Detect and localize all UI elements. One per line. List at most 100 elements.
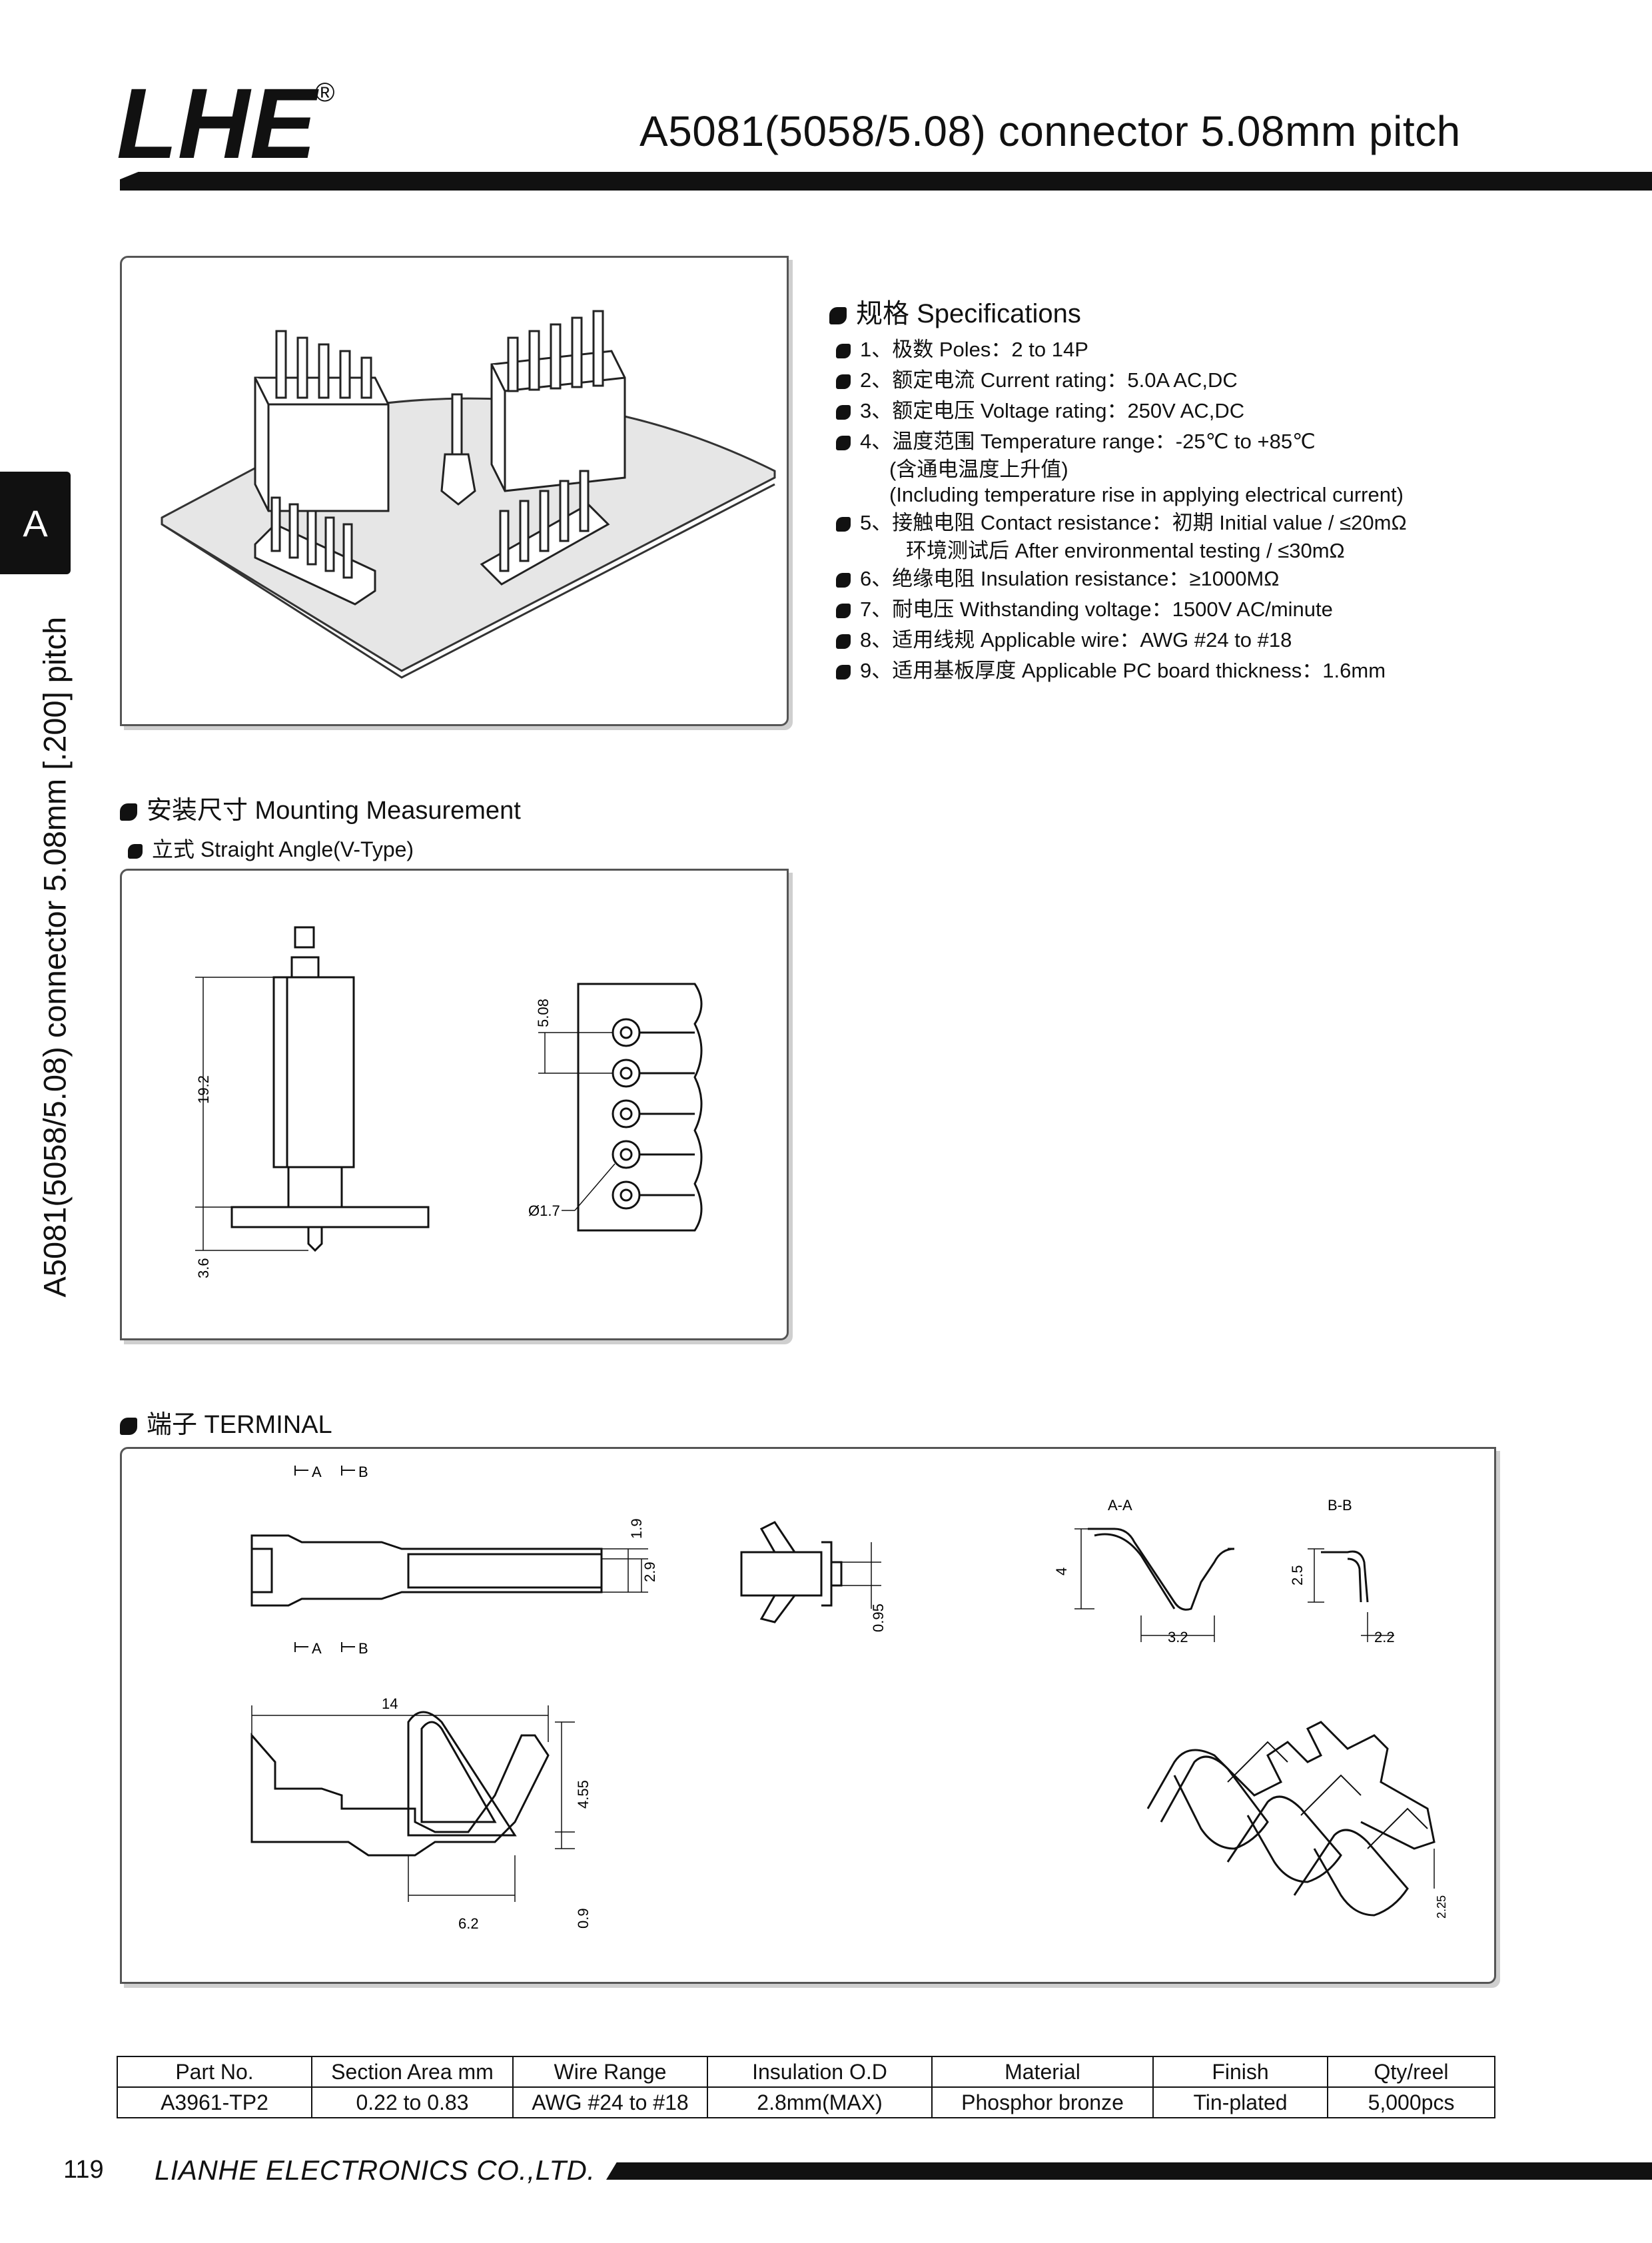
spec-note: 环境测试后 After environmental testing / ≤30m… [906, 539, 1345, 562]
table-cell: 5,000pcs [1327, 2086, 1495, 2118]
spec-text: 3、额定电压 Voltage rating：250V AC,DC [860, 399, 1245, 422]
spec-text: 4、温度范围 Temperature range：-25℃ to +85℃ [860, 430, 1316, 453]
terminal-heading: 端子 TERMINAL [120, 1404, 332, 1440]
bullet-icon [836, 405, 851, 420]
bullet-icon [836, 665, 851, 679]
mounting-drawing: 19.2 3.6 5.08 Ø1.7 [195, 926, 703, 1278]
footer-rule [606, 2162, 1652, 2180]
spec-item: 1、极数 Poles：2 to 14P [836, 334, 1407, 365]
dim-3-2: 3.2 [1168, 1629, 1188, 1645]
spec-text: 2、额定电流 Current rating：5.0A AC,DC [860, 368, 1238, 392]
lhe-logo: LHE ® [117, 75, 334, 168]
header-rule [120, 172, 1652, 191]
logo-text: LHE [117, 75, 319, 168]
dim-6-2: 6.2 [458, 1915, 479, 1932]
spec-text: 1、极数 Poles：2 to 14P [860, 338, 1088, 361]
table-cell: Tin-plated [1152, 2086, 1328, 2118]
dim-2-5: 2.5 [1289, 1565, 1306, 1585]
terminal-spec-table: Part No. Section Area mm Wire Range Insu… [117, 2056, 1495, 2118]
table-header: Part No. [117, 2056, 312, 2088]
bullet-icon [836, 436, 851, 450]
spec-item: 6、绝缘电阻 Insulation resistance：≥1000MΩ [836, 564, 1407, 594]
terminal-title: 端子 TERMINAL [147, 1411, 332, 1439]
table-header-row: Part No. Section Area mm Wire Range Insu… [117, 2056, 1495, 2088]
dim-4-55: 4.55 [575, 1780, 592, 1809]
pin-header-left [254, 496, 376, 606]
page-number: 119 [63, 2156, 104, 2184]
table-row: A3961-TP2 0.22 to 0.83 AWG #24 to #18 2.… [117, 2086, 1495, 2118]
spec-item: 4、温度范围 Temperature range：-25℃ to +85℃ [836, 426, 1407, 457]
table-header: Finish [1152, 2056, 1328, 2088]
section-aa-label: A-A [1108, 1497, 1132, 1514]
housing-6p-right [490, 310, 626, 492]
mounting-subheading: 立式 Straight Angle(V-Type) [128, 833, 414, 863]
table-header: Section Area mm [311, 2056, 514, 2088]
spec-item: 7、耐电压 Withstanding voltage：1500V AC/minu… [836, 594, 1407, 625]
spec-item: 2、额定电流 Current rating：5.0A AC,DC [836, 365, 1407, 396]
bullet-icon [836, 517, 851, 532]
table-cell: AWG #24 to #18 [512, 2086, 708, 2118]
dim-2-9: 2.9 [641, 1562, 658, 1582]
dim-4: 4 [1053, 1568, 1070, 1575]
company-name: LIANHE ELECTRONICS CO.,LTD. [155, 2154, 596, 2186]
section-marker-a: A [312, 1464, 322, 1480]
dim-height: 19.2 [195, 1075, 212, 1104]
spec-item: 3、额定电压 Voltage rating：250V AC,DC [836, 396, 1407, 426]
table-header: Qty/reel [1327, 2056, 1495, 2088]
bullet-icon [120, 1418, 137, 1435]
mounting-title: 安装尺寸 Mounting Measurement [147, 797, 521, 825]
spec-item: 5、接触电阻 Contact resistance：初期 Initial val… [836, 508, 1407, 538]
section-marker-a: A [312, 1640, 322, 1657]
bullet-icon [120, 803, 137, 821]
specifications-list: 1、极数 Poles：2 to 14P 2、额定电流 Current ratin… [836, 334, 1407, 686]
terminal-drawing-panel: A B A B 1.9 2.9 0.95 A-A B-B 4 3.2 2.5 2… [120, 1447, 1496, 1984]
specifications-heading: 规格 Specifications [829, 292, 1081, 330]
dim-1-9: 1.9 [628, 1518, 645, 1539]
spec-item: 8、适用线规 Applicable wire：AWG #24 to #18 [836, 625, 1407, 656]
spec-note: (Including temperature rise in applying … [889, 483, 1404, 506]
bullet-icon [836, 634, 851, 649]
section-bb-label: B-B [1328, 1497, 1352, 1514]
spec-note: (含通电温度上升值) [889, 458, 1068, 481]
dim-tail: 3.6 [195, 1258, 212, 1278]
registered-mark: ® [315, 78, 334, 107]
dim-pitch: 5.08 [535, 999, 552, 1027]
bullet-icon [836, 604, 851, 618]
mounting-drawing-panel: 19.2 3.6 5.08 Ø1.7 [120, 869, 789, 1340]
terminal-drawings: A B A B 1.9 2.9 0.95 A-A B-B 4 3.2 2.5 2… [250, 1464, 1448, 1932]
housing-5p-left [254, 330, 390, 512]
spec-item: 9、适用基板厚度 Applicable PC board thickness：1… [836, 656, 1407, 686]
pcb-pad [612, 1099, 695, 1128]
spec-text: 8、适用线规 Applicable wire：AWG #24 to #18 [860, 628, 1292, 652]
bullet-icon [836, 344, 851, 358]
pin-header-right [480, 470, 610, 586]
table-header: Wire Range [512, 2056, 708, 2088]
table-cell: A3961-TP2 [117, 2086, 312, 2118]
spec-text: 7、耐电压 Withstanding voltage：1500V AC/minu… [860, 598, 1333, 621]
mounting-subtitle: 立式 Straight Angle(V-Type) [152, 837, 414, 861]
section-tab: A [0, 472, 71, 574]
vertical-title: A5081(5058/5.08) connector 5.08mm [.200]… [37, 616, 73, 1298]
mounting-heading: 安装尺寸 Mounting Measurement [120, 789, 521, 826]
table-header: Material [931, 2056, 1154, 2088]
dim-2-2: 2.2 [1374, 1629, 1395, 1645]
page-title: A5081(5058/5.08) connector 5.08mm pitch [639, 107, 1461, 155]
bullet-icon [836, 374, 851, 389]
bullet-icon [836, 573, 851, 588]
dim-2-25: 2.25 [1435, 1895, 1448, 1919]
connector-illustration [161, 310, 776, 679]
dim-hole: Ø1.7 [528, 1202, 560, 1219]
product-illustration-panel [120, 256, 789, 726]
specifications-title: 规格 Specifications [856, 299, 1081, 328]
table-cell: Phosphor bronze [931, 2086, 1154, 2118]
dim-0-95: 0.95 [870, 1603, 887, 1632]
table-cell: 0.22 to 0.83 [311, 2086, 514, 2118]
dim-0-9: 0.9 [575, 1908, 592, 1929]
table-header: Insulation O.D [707, 2056, 933, 2088]
pcb-pad [612, 1140, 695, 1169]
spec-text: 6、绝缘电阻 Insulation resistance：≥1000MΩ [860, 567, 1280, 590]
spec-text: 9、适用基板厚度 Applicable PC board thickness：1… [860, 659, 1386, 682]
loose-terminal [440, 393, 476, 506]
section-marker-b: B [358, 1464, 368, 1480]
spec-text: 5、接触电阻 Contact resistance：初期 Initial val… [860, 511, 1407, 534]
